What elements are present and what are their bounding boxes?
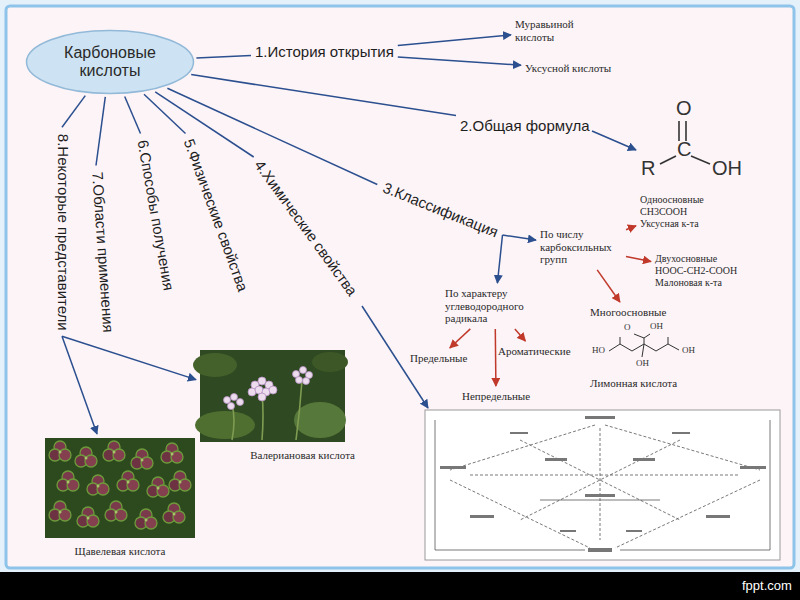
node-text: 6.Способы получения [133,138,176,291]
node-text: Лимонная кислота [590,377,715,390]
node-text: Многоосновные [590,306,715,319]
branch-title: 4.Химические свойства [250,157,359,299]
bottom-bar [0,572,800,600]
node-text: Щавелевая кислота [45,545,195,558]
node-text: Валериановая кислота [200,449,355,462]
connector [155,92,254,157]
leaf-text: Непредельные [462,390,530,403]
node-text: Уксусная к-та [640,218,704,230]
leaf-text: ОдноосновныеCH3COOHУксусная к-та [640,194,704,230]
connector [96,97,105,166]
connector [626,256,651,261]
connector [144,94,186,133]
photo-node: Щавелевая кислота [45,438,195,558]
structure-atom: OH [636,359,649,369]
node-text: 2.Общая формула [460,118,590,135]
structure-atom: O [624,323,631,333]
connector [62,336,97,434]
connector [450,329,471,348]
formula-bonds [660,121,710,164]
leaf-text: Ароматические [498,345,571,358]
node-text: Малоновая к-та [655,277,737,289]
structure-atom: OH [682,346,695,356]
connector [125,97,141,134]
reaction-scheme [425,410,780,560]
connector [597,270,620,302]
node-text: Предельные [410,352,467,365]
connector [398,57,521,65]
node-text: Непредельные [462,390,530,403]
connector [503,235,537,240]
oxalis-photo [45,438,195,538]
connector [497,235,502,283]
branch-title: 8.Некоторые представители [54,133,71,330]
node-text: Ароматические [498,345,571,358]
connector [495,329,497,386]
leaf-text: Муравьиной кислоты [515,18,595,43]
node-text: Двухосновные [655,253,737,265]
branch-title: 7.Области применения [88,171,116,333]
citric-acid-structure [609,334,679,357]
watermark: fppt.com [742,579,792,593]
node-text: 5.Физические свойства [180,136,251,293]
node-text: HOOC-CH2-COOH [655,265,737,277]
connector [515,329,526,341]
node-text: 8.Некоторые представители [54,133,71,330]
connector [398,35,511,46]
node-text: Уксусной кислоты [525,62,611,75]
formula-atom: C [677,138,691,160]
node-text: 1.История открытия [255,44,394,61]
formula-atom: OH [712,157,742,179]
branch-title: 3.Классификация [380,179,500,240]
branch-title: 1.История открытия [255,44,394,61]
leaf-text: МногоосновныеЛимонная кислота [590,306,715,390]
leaf-text: Предельные [410,352,467,365]
connector [62,336,196,379]
node-text: 3.Классификация [380,179,500,240]
leaf-text: Уксусной кислоты [525,62,611,75]
node-text: По числу карбоксильных групп [540,228,622,266]
structure-atom: HO [592,346,605,356]
connector [196,56,251,59]
node-text: CH3COOH [640,206,704,218]
node-text: 4.Химические свойства [250,157,359,299]
branch-title: 6.Способы получения [133,138,176,291]
node-text: Муравьиной кислоты [515,18,595,43]
connector [62,96,85,128]
connector [626,226,636,230]
branch-arrow [592,131,636,150]
leaf-text: ДвухосновныеHOOC-CH2-COOHМалоновая к-та [655,253,737,289]
branch-title: 5.Физические свойства [180,136,251,293]
class-text: По характеру углеводородного радикала [445,287,545,325]
photo-node: Валериановая кислота [200,350,355,462]
branch-title: 2.Общая формула [460,118,590,135]
node-text: 7.Области применения [88,171,116,333]
slide-frame [6,6,794,568]
class-text: По числу карбоксильных групп [540,228,622,266]
structure-atom: OH [650,322,663,332]
valerian-photo [193,350,348,442]
central-ellipse: Карбоновые кислоты [25,29,195,95]
formula-atom: R [641,157,655,179]
connector [191,75,456,116]
node-text: Одноосновные [640,194,704,206]
node-text: По характеру углеводородного радикала [445,287,545,325]
formula-atom: O [676,97,692,119]
node-text: Карбоновые кислоты [55,44,165,81]
